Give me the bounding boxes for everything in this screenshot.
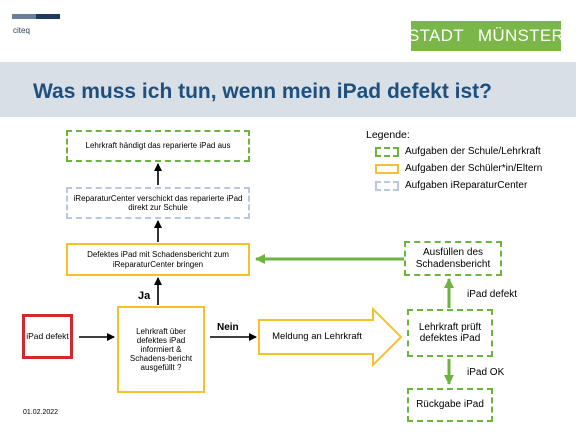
report-arrow-shape	[258, 306, 403, 368]
node-question: Lehrkraft über defektes iPad informiert …	[117, 306, 205, 393]
footer-date: 01.02.2022	[23, 409, 59, 416]
legend-title: Legende:	[366, 129, 410, 141]
node-report-to-teacher: Meldung an Lehrkraft	[272, 330, 362, 342]
page-title: Was muss ich tun, wenn mein iPad defekt …	[33, 80, 492, 103]
legend-item-students: Aufgaben der Schüler*in/Eltern	[375, 163, 542, 174]
edge-label-no: Nein	[217, 322, 239, 333]
legend-item-school: Aufgaben der Schule/Lehrkraft	[375, 146, 541, 157]
legend-swatch-blue	[375, 180, 399, 191]
edge-label-yes: Ja	[138, 290, 151, 302]
legend-label-repair: Aufgaben iReparaturCenter	[405, 180, 528, 191]
legend-item-repair: Aufgaben iReparaturCenter	[375, 180, 527, 191]
logo-bar-light	[12, 14, 36, 19]
title-band	[0, 62, 576, 117]
city-logo: STADT MÜNSTER	[407, 21, 565, 51]
node-return-ipad: Rückgabe iPad	[407, 388, 493, 422]
node-ipad-defect: iPad defekt	[22, 314, 73, 359]
legend-swatch-green	[375, 146, 399, 157]
node-teacher-hands-over: Lehrkraft händigt das reparierte iPad au…	[66, 130, 250, 162]
node-repair-center-sends: iReparaturCenter verschickt das reparier…	[66, 187, 250, 219]
city-logo-left: STADT	[407, 26, 464, 45]
edge-label-ok: iPad OK	[467, 367, 505, 378]
legend-swatch-yellow	[375, 163, 399, 174]
legend-label-students: Aufgaben der Schüler*in/Eltern	[405, 163, 543, 174]
legend-label-school: Aufgaben der Schule/Lehrkraft	[405, 146, 541, 157]
org-logo-text: citeq	[13, 26, 30, 35]
edge-label-defective: iPad defekt	[467, 289, 518, 300]
city-logo-right: MÜNSTER	[477, 26, 565, 45]
node-teacher-checks: Lehrkraft prüft defektes iPad	[407, 309, 493, 357]
node-bring-to-repair: Defektes iPad mit Schadensbericht zum iR…	[66, 243, 250, 276]
node-fill-damage-report: Ausfüllen des Schadensbericht	[404, 241, 502, 276]
logo-bar-dark	[36, 14, 60, 19]
